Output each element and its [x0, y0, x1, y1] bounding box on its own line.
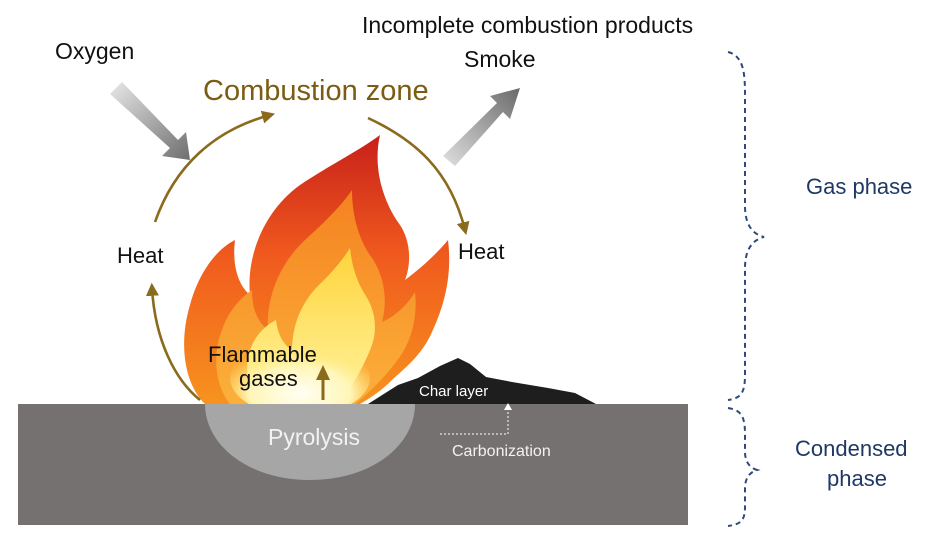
pyrolysis-zone [205, 404, 415, 480]
cycle-arc-top-left [153, 110, 276, 223]
cycle-arc-bottom-left [145, 282, 201, 402]
pyrolysis-label: Pyrolysis [268, 424, 361, 450]
condensed-phase-brace [727, 407, 761, 527]
heat-right-label: Heat [458, 239, 505, 264]
char-layer-label: Char layer [419, 383, 489, 400]
gas-phase-label: Gas phase [806, 174, 913, 199]
char-layer-shape [368, 358, 596, 404]
condensed-phase-line1: Condensed [795, 436, 908, 461]
heat-left-label: Heat [117, 243, 164, 268]
oxygen-arrow [110, 82, 190, 160]
incomplete-combustion-label: Incomplete combustion products [362, 12, 694, 38]
oxygen-label: Oxygen [55, 38, 135, 64]
flammable-gases-line2: gases [239, 366, 298, 391]
cycle-arc-top-right [367, 116, 470, 236]
smoke-arrow [443, 88, 520, 166]
smoke-label: Smoke [464, 46, 536, 72]
gas-phase-brace [727, 51, 765, 401]
flammable-gases-line1: Flammable [208, 342, 317, 367]
flame-icon [184, 135, 450, 416]
carbonization-label: Carbonization [452, 443, 551, 460]
heat-cycle [145, 110, 470, 402]
condensed-phase-line2: phase [827, 466, 887, 491]
carbonization-connector [440, 403, 512, 435]
combustion-zone-label: Combustion zone [203, 75, 429, 107]
flammable-gases-arrow [316, 365, 330, 400]
